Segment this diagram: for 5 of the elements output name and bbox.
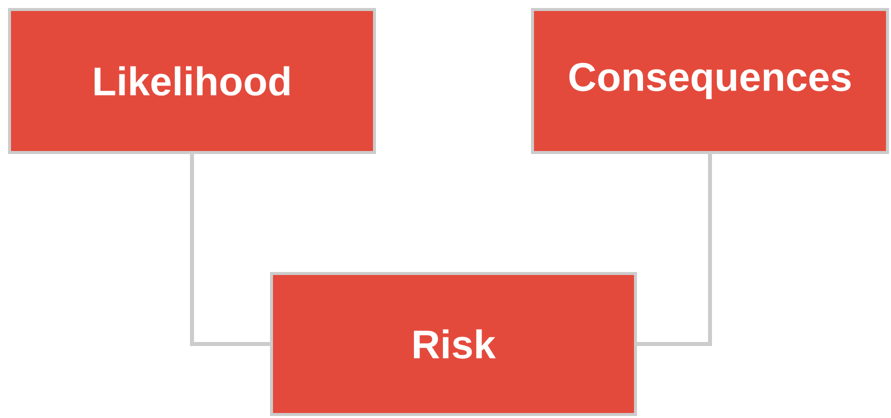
process-box: Risk — [270, 272, 637, 416]
process-box: Consequences — [531, 8, 889, 154]
connector-line — [190, 154, 270, 346]
connector-line — [637, 154, 712, 346]
process-box: Likelihood — [8, 8, 376, 154]
